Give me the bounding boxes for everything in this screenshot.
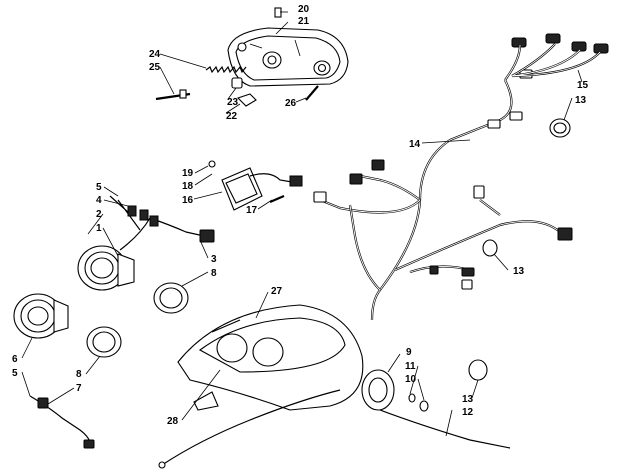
hose-clamp-lower (468, 359, 488, 381)
callout-13-lower: 13 (462, 394, 474, 405)
callout-19: 19 (182, 168, 194, 179)
callout-14: 14 (409, 139, 421, 150)
cable-drive (361, 369, 429, 412)
speedometer (13, 293, 69, 339)
callout-25: 25 (149, 62, 161, 73)
speedometer-cable (161, 389, 511, 466)
callout-10: 10 (405, 374, 417, 385)
grommet (231, 77, 243, 89)
callout-2: 2 (96, 209, 102, 220)
callout-21: 21 (298, 16, 310, 27)
callout-22: 22 (226, 111, 238, 122)
callout-3: 3 (211, 254, 217, 265)
callout-5-upper: 5 (96, 182, 102, 193)
callout-9: 9 (406, 347, 412, 358)
callout-17: 17 (246, 205, 258, 216)
callout-8-right: 8 (211, 268, 217, 279)
callout-15: 15 (577, 80, 589, 91)
callout-24: 24 (149, 49, 161, 60)
bracket-clip (236, 93, 257, 107)
callout-28: 28 (167, 416, 179, 427)
callout-26: 26 (285, 98, 297, 109)
callout-8-left: 8 (76, 369, 82, 380)
callout-27: 27 (271, 286, 283, 297)
tachometer (77, 245, 135, 291)
leader-lines (21, 11, 583, 437)
spring (205, 65, 247, 74)
callout-1: 1 (96, 223, 102, 234)
voltage-regulator (208, 160, 303, 211)
callout-5-lower: 5 (12, 368, 18, 379)
callout-11: 11 (405, 361, 416, 372)
headlight-housing (227, 27, 349, 87)
callout-13-upper: 13 (575, 95, 587, 106)
top-clip (274, 7, 282, 18)
warning-decal (193, 391, 219, 411)
callout-4: 4 (96, 195, 102, 206)
callout-20: 20 (298, 4, 310, 15)
dash-panel (177, 304, 364, 411)
hose-clamp-middle (482, 239, 498, 257)
bolt (305, 85, 319, 101)
callout-6: 6 (12, 354, 18, 365)
callout-18: 18 (182, 181, 194, 192)
callout-13-middle: 13 (513, 266, 525, 277)
main-wiring-harness (313, 79, 573, 321)
callout-7: 7 (76, 383, 82, 394)
callout-16: 16 (182, 195, 194, 206)
callout-23: 23 (227, 97, 239, 108)
callout-12: 12 (462, 407, 474, 418)
adjust-screw (155, 89, 191, 101)
